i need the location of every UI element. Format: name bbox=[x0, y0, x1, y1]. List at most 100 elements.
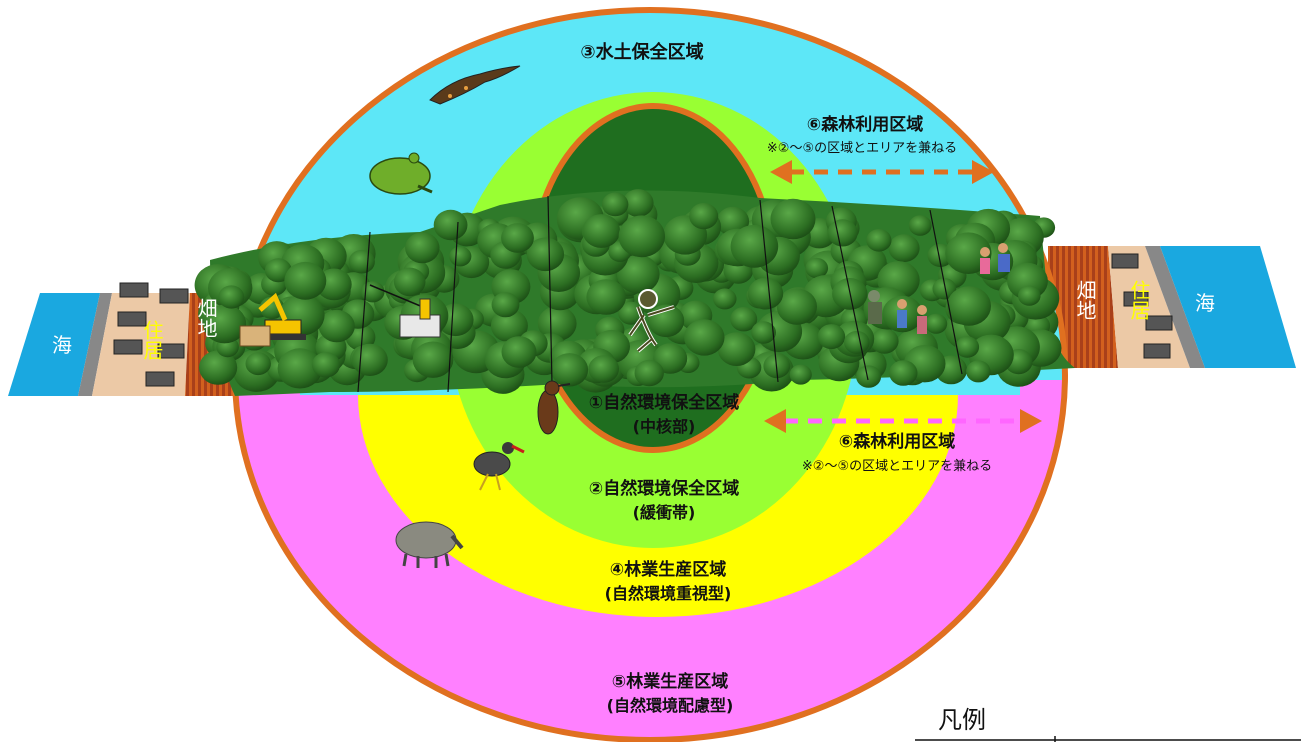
tree-canopy bbox=[245, 352, 271, 376]
tree-canopy bbox=[888, 234, 920, 263]
tree-canopy bbox=[218, 285, 245, 309]
tree-canopy bbox=[870, 328, 899, 354]
left-road bbox=[78, 293, 112, 396]
cable-yarder-icon bbox=[369, 284, 441, 338]
tree-canopy bbox=[284, 261, 327, 300]
tree-canopy bbox=[490, 309, 528, 343]
forest-use-note-lower: ※②～⑤の区域とエリアを兼ねる bbox=[802, 459, 992, 474]
tree-canopy bbox=[588, 355, 619, 383]
newt-icon bbox=[429, 65, 521, 105]
tree-canopy bbox=[501, 336, 537, 368]
tree-canopy bbox=[352, 343, 388, 376]
tree-canopy bbox=[360, 281, 385, 303]
left-housing-label: 住居 bbox=[140, 320, 164, 360]
zone1-sublabel: (中核部) bbox=[633, 417, 696, 436]
tree-canopy bbox=[717, 332, 756, 366]
tree-canopy bbox=[908, 215, 932, 236]
tree-canopy bbox=[634, 359, 664, 387]
tree-canopy bbox=[955, 336, 980, 358]
tree-canopy bbox=[412, 341, 454, 378]
zone4-sublabel: (自然環境重視型) bbox=[605, 584, 732, 603]
tree-canopy bbox=[582, 214, 621, 248]
forest-use-arrow-upper bbox=[770, 160, 994, 184]
tree-canopy bbox=[856, 365, 882, 388]
tree-canopy bbox=[932, 278, 957, 300]
tree-canopy bbox=[318, 309, 355, 343]
tree-canopy bbox=[817, 324, 846, 350]
hikers-icon bbox=[980, 243, 1010, 274]
tree-canopy bbox=[770, 198, 816, 240]
forest-use-title-upper: ⑥森林利用区域 bbox=[807, 114, 923, 135]
tree-canopy bbox=[433, 209, 468, 241]
tree-canopy bbox=[730, 224, 779, 268]
tree-canopy bbox=[405, 232, 440, 264]
tree-canopy bbox=[586, 279, 626, 315]
zone3-label: ③水土保全区域 bbox=[580, 41, 703, 63]
forest-use-arrow-lower bbox=[764, 409, 1042, 433]
left-sea bbox=[8, 293, 100, 396]
forest-use-title-lower: ⑥森林利用区域 bbox=[839, 431, 955, 452]
rail-bird-icon bbox=[473, 442, 525, 491]
monkey-icon bbox=[628, 289, 675, 353]
hikers-icon bbox=[868, 290, 927, 334]
tree-canopy bbox=[713, 288, 737, 310]
right-housing-area bbox=[1108, 246, 1190, 368]
right-sea bbox=[1160, 246, 1296, 368]
left-field-label: 畑地 bbox=[194, 298, 218, 338]
woodpecker-icon bbox=[537, 380, 571, 435]
tree-canopy bbox=[925, 313, 948, 334]
tree-canopy bbox=[789, 364, 812, 385]
tree-canopy bbox=[277, 348, 323, 389]
forest-use-note-upper: ※②～⑤の区域とエリアを兼ねる bbox=[767, 141, 957, 156]
tree-canopy bbox=[689, 203, 719, 230]
legend-title: 凡例 bbox=[938, 706, 986, 734]
tree-canopy bbox=[889, 360, 918, 386]
right-field-label: 畑地 bbox=[1073, 280, 1097, 320]
tree-canopy bbox=[602, 192, 629, 217]
frog-icon bbox=[369, 152, 433, 195]
tree-canopy bbox=[866, 229, 892, 252]
tree-canopy bbox=[751, 321, 776, 344]
tree-canopy bbox=[966, 360, 991, 383]
tree-canopy bbox=[844, 330, 870, 354]
zone2-sublabel: (緩衝帯) bbox=[633, 503, 696, 522]
zone5-sublabel: (自然環境配慮型) bbox=[607, 696, 734, 715]
tree-canopy bbox=[730, 307, 758, 332]
tree-canopy bbox=[348, 249, 375, 274]
zone4-label: ④林業生産区域 bbox=[610, 559, 726, 580]
house-icon bbox=[1111, 253, 1173, 359]
tree-canopy bbox=[945, 232, 992, 274]
tree-canopy bbox=[827, 219, 858, 247]
right-road bbox=[1145, 246, 1205, 368]
zone1-label: ①自然環境保全区域 bbox=[589, 392, 739, 413]
tree-canopy bbox=[747, 277, 784, 310]
tree-canopy bbox=[616, 254, 660, 294]
tree-canopy bbox=[805, 257, 829, 279]
tree-canopy bbox=[203, 304, 247, 344]
legend: 凡例 bbox=[915, 706, 1301, 742]
tree-canopy bbox=[776, 288, 818, 325]
excavator-icon bbox=[239, 292, 306, 347]
tree-canopy bbox=[947, 286, 991, 326]
tree-canopy bbox=[311, 352, 341, 378]
tree-canopy bbox=[1018, 285, 1041, 306]
tree-canopy bbox=[526, 237, 565, 272]
zone2-label: ②自然環境保全区域 bbox=[589, 478, 739, 499]
tree-canopy bbox=[199, 350, 238, 385]
zone5-label: ⑤林業生産区域 bbox=[612, 671, 728, 692]
tree-canopy bbox=[393, 267, 426, 297]
tree-canopy bbox=[684, 319, 725, 356]
tree-canopy bbox=[537, 306, 577, 342]
tree-canopy bbox=[491, 292, 520, 318]
tree-canopy bbox=[550, 353, 589, 387]
tree-canopy bbox=[449, 246, 472, 267]
left-sea-label: 海 bbox=[52, 333, 72, 357]
tree-canopy bbox=[501, 223, 534, 253]
tree-canopy bbox=[653, 343, 688, 374]
right-housing-label: 住居 bbox=[1127, 280, 1151, 320]
tree-canopy bbox=[618, 215, 665, 258]
tree-canopy bbox=[622, 189, 654, 217]
wild-boar-icon bbox=[395, 521, 464, 568]
house-icon bbox=[113, 282, 189, 387]
